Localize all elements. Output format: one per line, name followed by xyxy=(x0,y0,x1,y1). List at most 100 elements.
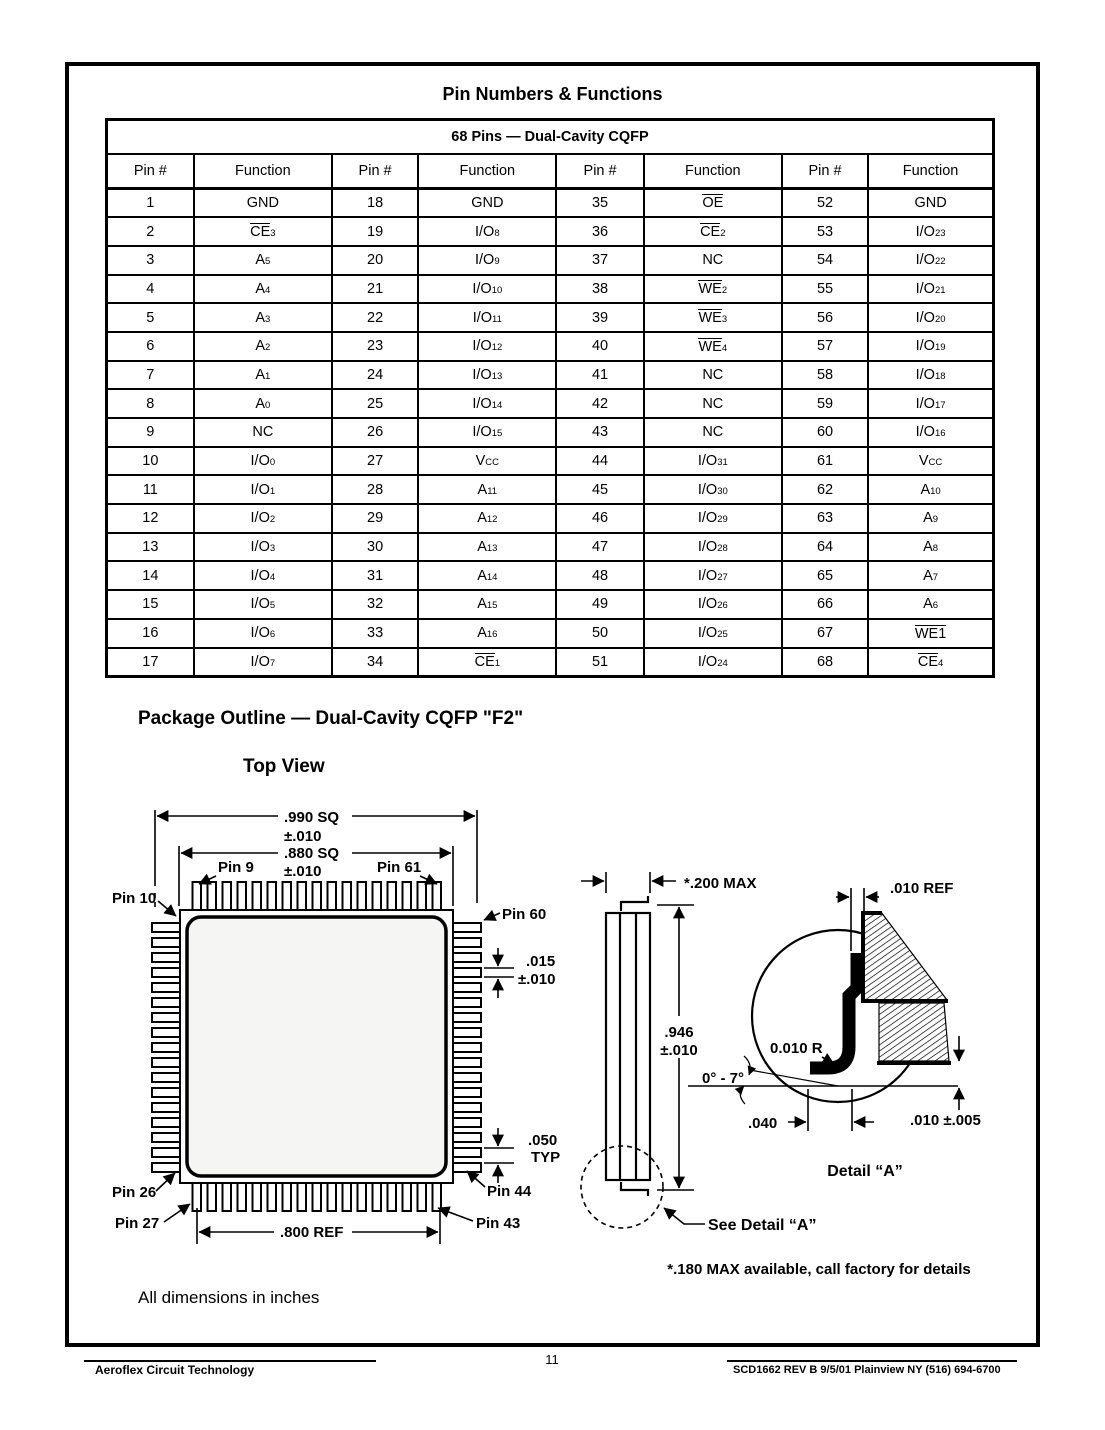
chip-top-view xyxy=(151,881,482,1212)
package-lid-section xyxy=(862,911,949,1001)
function-cell: NC xyxy=(642,359,783,391)
subscript-text: 5 xyxy=(265,256,271,268)
function-cell: GND xyxy=(867,187,995,219)
chip-pin xyxy=(151,937,183,948)
dim-880-tol: ±.010 xyxy=(284,863,321,880)
function-cell: I/O10 xyxy=(417,273,558,305)
package-outline-heading: Package Outline — Dual-Cavity CQFP "F2" xyxy=(138,708,524,729)
subscript-text: 31 xyxy=(717,457,728,469)
subscript-text: 8 xyxy=(932,543,939,555)
subscript-text: 16 xyxy=(486,629,498,641)
function-cell: I/O28 xyxy=(642,531,783,563)
chip-pin xyxy=(341,881,352,913)
subscript-text: 10 xyxy=(491,284,503,296)
subscript-text: 12 xyxy=(491,342,503,354)
function-cell: I/O14 xyxy=(417,388,558,419)
overline-text: CE xyxy=(250,222,271,240)
chip-pin xyxy=(151,1147,183,1158)
pin-number-cell: 3 xyxy=(105,244,195,276)
side-body xyxy=(604,911,652,1182)
chip-pin xyxy=(151,1162,183,1173)
page-number: 11 xyxy=(545,1352,559,1367)
chip-pin xyxy=(281,881,292,913)
function-cell: I/O23 xyxy=(867,216,995,247)
chip-pin xyxy=(151,1027,183,1038)
subscript-text: 10 xyxy=(930,485,941,497)
pin-number-cell: 50 xyxy=(555,617,645,649)
pin-number-cell: 37 xyxy=(555,244,645,276)
dim-015: .015 ±.010 xyxy=(484,948,555,998)
top-lead-hook xyxy=(619,896,650,911)
chip-pin xyxy=(371,881,382,913)
chip-pin xyxy=(431,1180,442,1212)
subscript-text: 3 xyxy=(269,543,276,555)
pin-number-cell: 11 xyxy=(105,474,195,506)
pin-number-cell: 53 xyxy=(780,216,870,247)
chip-pin xyxy=(266,1180,277,1212)
overline-text: WE xyxy=(698,280,722,298)
pin-number-cell: 18 xyxy=(330,187,420,219)
function-cell: I/O19 xyxy=(867,330,995,362)
column-header: Pin # xyxy=(105,153,195,190)
pin-number-cell: 51 xyxy=(555,646,645,678)
chip-pin xyxy=(416,1180,427,1212)
column-header: Function xyxy=(417,153,558,190)
subscript-text: 27 xyxy=(717,571,728,583)
pin-number-cell: 59 xyxy=(780,388,870,419)
chip-pin xyxy=(450,997,482,1008)
subscript-text: 26 xyxy=(717,600,728,612)
subscript-text: 15 xyxy=(486,600,498,612)
function-cell: NC xyxy=(642,388,783,419)
dim-946-label: .946 xyxy=(664,1024,693,1041)
pin-number-cell: 44 xyxy=(555,445,645,477)
chip-pin xyxy=(450,1057,482,1068)
function-cell: CE3 xyxy=(192,216,333,247)
subscript-text: 6 xyxy=(932,600,939,612)
subscript-text: 4 xyxy=(721,342,728,354)
dim-040-label: .040 xyxy=(748,1115,777,1132)
subscript-text: 28 xyxy=(717,543,728,555)
overline-text: CE xyxy=(474,652,495,670)
column-header: Pin # xyxy=(555,153,645,190)
function-cell: A1 xyxy=(192,359,333,391)
chip-pin xyxy=(296,881,307,913)
pin-number-cell: 14 xyxy=(105,560,195,592)
function-cell: WE2 xyxy=(642,273,783,305)
function-cell: I/O25 xyxy=(642,617,783,649)
pin-number-cell: 46 xyxy=(555,503,645,534)
pin-number-cell: 33 xyxy=(330,617,420,649)
pin-number-cell: 16 xyxy=(105,617,195,649)
subscript-text: 23 xyxy=(934,227,946,239)
subscript-text: 0 xyxy=(269,457,276,469)
chip-pin xyxy=(386,881,397,913)
dim-800: .800 REF xyxy=(196,1208,441,1244)
pin-number-cell: 41 xyxy=(555,359,645,391)
chip-pin xyxy=(206,1180,217,1212)
dim-010-005-label: .010 ±.005 xyxy=(910,1112,981,1129)
pin-number-cell: 63 xyxy=(780,503,870,534)
pin-number-cell: 52 xyxy=(780,187,870,219)
pin-callouts: Pin 9 Pin 61 Pin 10 Pin 60 Pin 26 Pin 27… xyxy=(112,859,546,1232)
function-cell: I/O24 xyxy=(642,646,783,678)
pin-number-cell: 7 xyxy=(105,359,195,391)
see-detail-a-label: See Detail “A” xyxy=(708,1217,816,1234)
pin-number-cell: 64 xyxy=(780,531,870,563)
pin-number-cell: 65 xyxy=(780,560,870,592)
function-cell: WE1 xyxy=(867,617,995,649)
dim-880: .880 SQ ±.010 xyxy=(178,845,454,906)
pin-number-cell: 15 xyxy=(105,589,195,620)
chip-pin xyxy=(450,967,482,978)
chip-pin xyxy=(151,1042,183,1053)
subscript-text: 6 xyxy=(269,629,276,641)
pin-number-cell: 58 xyxy=(780,359,870,391)
chip-pin xyxy=(356,1180,367,1212)
chip-pin xyxy=(151,1087,183,1098)
function-cell: I/O0 xyxy=(192,445,333,477)
dim-990-label: .990 SQ xyxy=(284,809,339,826)
footer-company: Aeroflex Circuit Technology xyxy=(95,1363,255,1377)
function-cell: A4 xyxy=(192,273,333,305)
